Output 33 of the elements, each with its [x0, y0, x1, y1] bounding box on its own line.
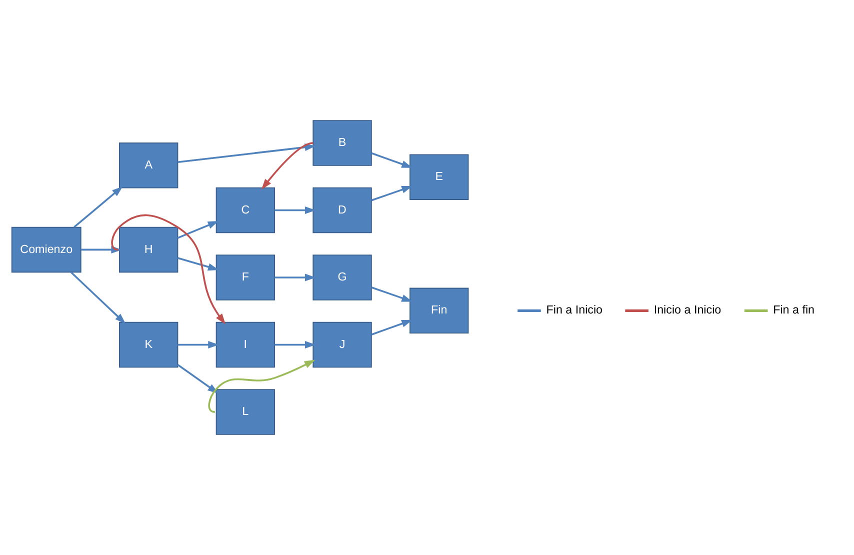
legend-label: Inicio a Inicio: [654, 304, 722, 317]
node-box: I: [216, 322, 276, 368]
arrow: [177, 220, 219, 239]
node-box: Fin: [410, 288, 469, 334]
arrow: [178, 257, 219, 271]
node-box: J: [312, 322, 372, 368]
legend-label: Fin a Inicio: [546, 304, 603, 317]
node-box: Comienzo: [11, 226, 82, 273]
arrow: [208, 360, 316, 413]
node-box: C: [216, 187, 276, 234]
node-box: H: [119, 226, 178, 273]
arrow: [177, 364, 218, 394]
legend-label: Fin a fin: [773, 304, 815, 317]
arrow: [178, 340, 219, 349]
arrow: [371, 186, 412, 202]
node-box: E: [410, 154, 469, 200]
node-box: K: [119, 322, 178, 368]
arrow: [371, 320, 412, 336]
node-box: A: [119, 142, 178, 188]
node-box: B: [312, 120, 372, 166]
arrow: [371, 152, 412, 168]
node-box: G: [312, 254, 372, 300]
arrow: [274, 340, 316, 349]
arrow: [74, 186, 123, 228]
node-box: F: [216, 254, 276, 300]
arrow: [261, 142, 314, 190]
node-box: L: [216, 389, 276, 435]
arrow: [70, 272, 126, 324]
node-box: D: [312, 187, 372, 234]
arrow: [371, 286, 412, 302]
arrow: [178, 144, 316, 163]
arrow: [274, 274, 316, 282]
arrow: [274, 206, 316, 214]
